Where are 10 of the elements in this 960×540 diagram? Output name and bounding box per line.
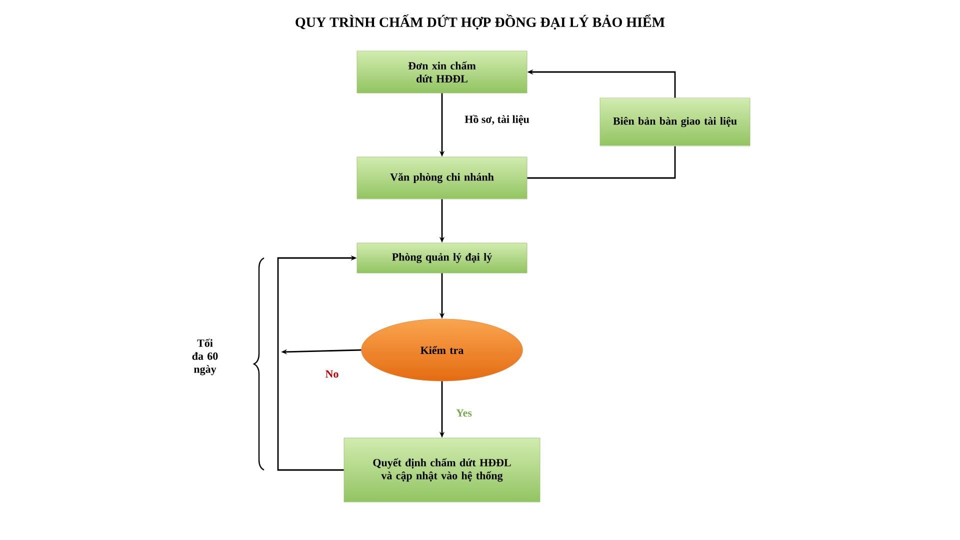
process-box: Văn phòng chi nhánh <box>356 156 528 200</box>
process-box: Quyết định chấm dứt HĐĐL và cập nhật vào hệ thống <box>344 438 540 502</box>
process-box: Biên bản bàn giao tài liệu <box>600 98 750 146</box>
process-box: Phòng quản lý đại lý <box>356 242 528 274</box>
edge-label: Hồ sơ, tài liệu <box>464 114 530 126</box>
process-box: Đơn xin chấm dứt HĐĐL <box>356 50 528 94</box>
title: QUY TRÌNH CHẤM DỨT HỢP ĐỒNG ĐẠI LÝ BẢO HIỂM <box>296 14 665 30</box>
edge-label: No <box>326 370 338 378</box>
edge-label: Yes <box>456 409 472 417</box>
duration-label: Tối đa 60 ngày <box>192 338 218 376</box>
